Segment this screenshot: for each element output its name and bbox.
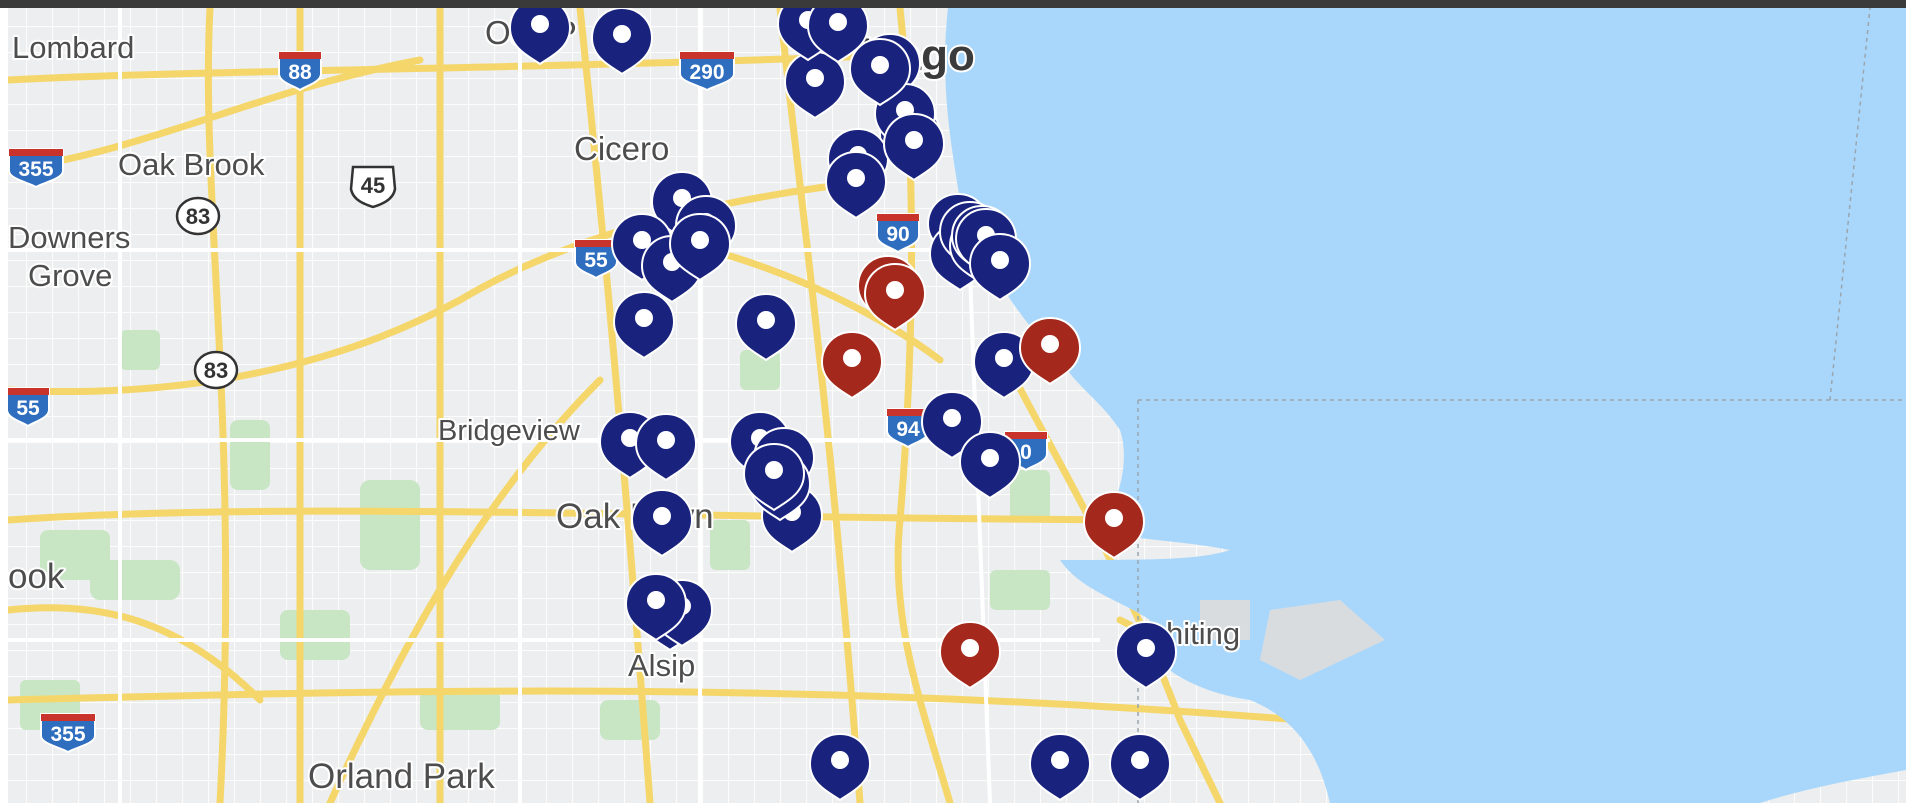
route-shield-r83-bot: 83: [193, 350, 239, 390]
place-label-orland-park: Orland Park: [308, 757, 495, 796]
route-shield-label: 55: [16, 397, 40, 420]
route-shield-i55-mid: 55: [574, 239, 618, 280]
route-shield-label: 355: [18, 158, 53, 181]
route-shield-i88: 88: [278, 51, 322, 92]
place-label-brook: ook: [8, 557, 65, 596]
place-label-cicero: Cicero: [574, 130, 669, 167]
route-shield-i355-bot: 355: [40, 713, 96, 754]
place-label-downers: Downers: [8, 220, 130, 255]
route-shield-i355-top: 355: [8, 148, 64, 189]
route-shield-i55-left: 55: [8, 387, 50, 428]
route-shield-label: 290: [689, 61, 724, 84]
place-label-grove: Grove: [28, 258, 112, 293]
place-label-whiting: hiting: [1166, 616, 1240, 651]
route-shield-i290: 290: [679, 51, 735, 92]
place-label-lombard: Lombard: [12, 30, 134, 65]
harbor-piers: [1200, 600, 1385, 680]
place-label-oak-brook: Oak Brook: [118, 147, 265, 182]
route-shield-label: 0: [1020, 441, 1032, 464]
lake-michigan: [945, 8, 1906, 803]
route-shield-label: 90: [886, 223, 909, 246]
window-top-bar: [0, 0, 1906, 8]
parks: [20, 330, 1050, 740]
route-shield-us45: 45: [349, 165, 397, 209]
route-shield-label: 55: [584, 249, 608, 272]
route-shield-i90: 90: [876, 213, 920, 254]
place-label-alsip: Alsip: [628, 648, 695, 683]
window-left-edge: [0, 8, 8, 803]
route-shield-label: 83: [186, 204, 210, 229]
route-shield-label: 88: [288, 61, 312, 84]
route-shield-i94: 94: [886, 408, 930, 449]
place-label-bridgeview: Bridgeview: [438, 415, 581, 447]
map-canvas[interactable]: Lombard Oak P icago Oak Brook Cicero Dow…: [8, 8, 1906, 803]
route-shield-label: 83: [204, 358, 228, 383]
route-shield-label: 45: [361, 173, 385, 198]
state-boundaries: [1137, 8, 1906, 803]
route-shield-label: 355: [50, 723, 85, 746]
route-shield-r83-top: 83: [175, 196, 221, 236]
route-shield-label: 94: [896, 418, 920, 441]
map-svg: Lombard Oak P icago Oak Brook Cicero Dow…: [8, 8, 1906, 803]
